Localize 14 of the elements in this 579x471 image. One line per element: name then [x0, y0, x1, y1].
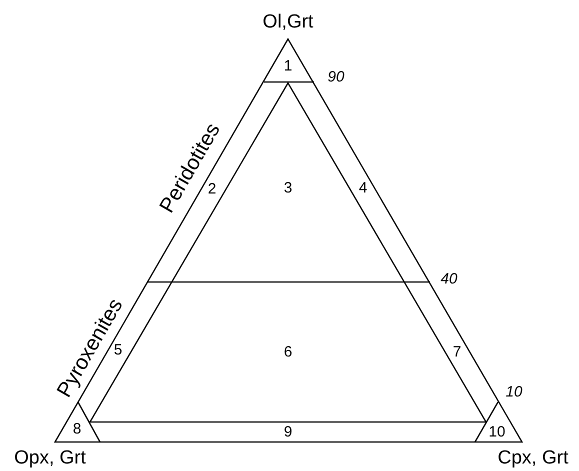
- field-number: 8: [72, 422, 82, 436]
- boundary-value: 90: [328, 70, 344, 84]
- field-number: 7: [452, 344, 462, 360]
- vertex-label: Opx, Grt: [14, 448, 86, 468]
- vertex-label: Cpx, Grt: [498, 448, 568, 468]
- field-number: 1: [284, 58, 292, 74]
- boundary-value: 10: [506, 384, 522, 400]
- field-number: 6: [284, 344, 292, 360]
- boundary-value: 40: [440, 272, 458, 286]
- field-number: 4: [358, 180, 368, 196]
- field-number: 10: [488, 424, 506, 440]
- vertex-label: Ol,Grt: [262, 12, 314, 32]
- field-number: 9: [284, 424, 292, 440]
- field-number: 3: [284, 180, 292, 196]
